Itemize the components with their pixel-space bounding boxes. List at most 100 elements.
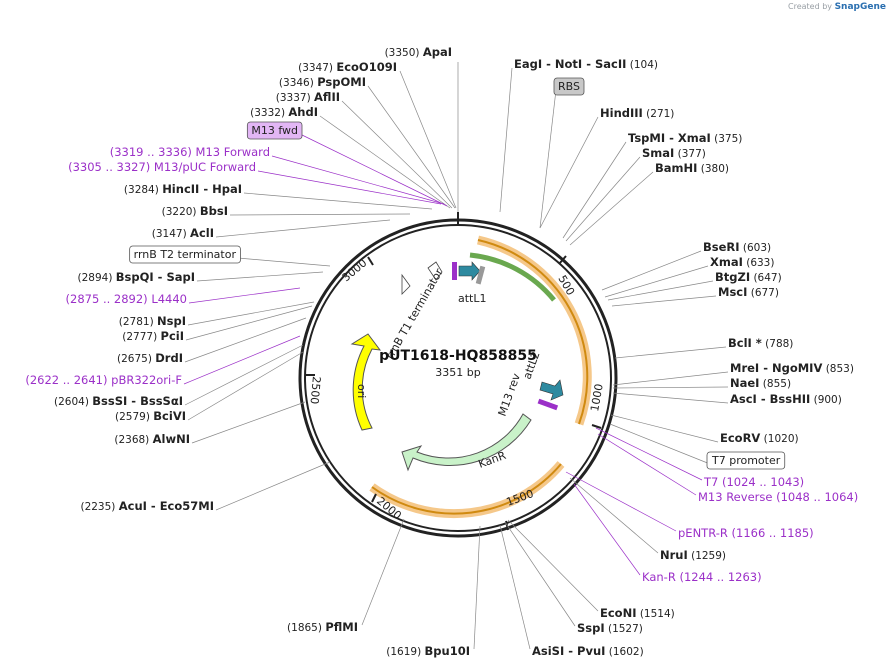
primer-label: T7 (1024 .. 1043) xyxy=(703,475,804,489)
attL2-arrow xyxy=(539,379,564,401)
enzyme-site-label: (1865) PflMI xyxy=(287,620,358,634)
leader-line xyxy=(188,287,301,304)
leader-line xyxy=(367,85,456,209)
leader-line xyxy=(573,483,641,576)
leader-line xyxy=(612,386,729,389)
terminator-arrow-2 xyxy=(401,273,411,295)
primer-label: (3305 .. 3327) M13/pUC Forward xyxy=(68,160,256,174)
enzyme-site-label: NruI (1259) xyxy=(660,548,726,562)
enzyme-site-label: (2894) BspQI - SapI xyxy=(78,270,196,284)
tick-2500: 2500 xyxy=(308,376,323,405)
misc-feature-arc-edge xyxy=(477,239,589,425)
enzyme-site-label: (2604) BssSI - BssSαI xyxy=(54,394,183,408)
leader-line xyxy=(243,192,433,210)
ori-arrow xyxy=(350,333,382,431)
terminator-arrow xyxy=(427,261,443,281)
leader-line xyxy=(184,344,304,406)
leader-line xyxy=(185,305,313,341)
enzyme-site-label: (3220) BbsI xyxy=(162,204,228,218)
feature-box-label: M13 fwd xyxy=(251,124,298,137)
enzyme-site-label: AscI - BssHII (900) xyxy=(730,392,842,406)
enzyme-site-label: (3346) PspOMI xyxy=(279,75,366,89)
enzyme-site-label: (3337) AflII xyxy=(276,90,340,104)
leader-line xyxy=(611,295,717,307)
enzyme-site-label: SspI (1527) xyxy=(577,621,643,635)
feature-box xyxy=(246,121,303,140)
enzyme-site-label: NaeI (855) xyxy=(730,376,791,390)
leader-line xyxy=(215,219,391,238)
site-labels: (3350) ApaI(3347) EcoO109I(3346) PspOMI(… xyxy=(25,45,858,658)
leader-line xyxy=(539,89,557,229)
tick-1000: 1000 xyxy=(588,383,606,413)
plasmid-size: 3351 bp xyxy=(435,366,480,379)
leader-line xyxy=(612,392,729,404)
leader-line xyxy=(399,70,457,209)
primer-label: (3319 .. 3336) M13 Forward xyxy=(110,145,270,159)
leader-lines xyxy=(183,62,729,650)
m13rev-mark xyxy=(537,398,559,411)
primer-label: (2875 .. 2892) L4440 xyxy=(66,292,187,306)
enzyme-site-label: (2235) AcuI - Eco57MI xyxy=(80,499,214,513)
leader-line xyxy=(601,250,702,291)
enzyme-site-label: BseRI (603) xyxy=(703,240,771,254)
enzyme-site-label: EcoNI (1514) xyxy=(600,606,675,620)
enzyme-site-label: (2579) BciVI xyxy=(115,409,186,423)
enzyme-site-label: (2368) AlwNI xyxy=(114,432,190,446)
leader-line xyxy=(187,301,315,326)
feature-box xyxy=(553,77,585,96)
primer-label: M13 Reverse (1048 .. 1064) xyxy=(698,490,858,504)
kanr-arrow xyxy=(401,413,532,472)
leader-line xyxy=(191,401,306,444)
leader-line xyxy=(499,67,513,213)
enzyme-site-label: (3147) AclI xyxy=(152,226,214,240)
enzyme-site-label: EcoRV (1020) xyxy=(720,431,799,445)
enzyme-site-label: HindIII (271) xyxy=(600,106,674,120)
feature-box xyxy=(129,245,241,264)
leader-line xyxy=(341,100,453,209)
leader-line xyxy=(597,433,697,496)
tick-marks xyxy=(306,212,602,531)
tick-1500: 1500 xyxy=(505,487,536,509)
attL1-gray-mark xyxy=(475,265,486,285)
leader-line xyxy=(184,317,307,363)
enzyme-site-label: MreI - NgoMIV (853) xyxy=(730,361,854,375)
enzyme-site-label: EagI - NotI - SacII (104) xyxy=(514,57,658,71)
attL1-primer-mark xyxy=(452,262,457,280)
leader-line xyxy=(183,335,301,385)
feature-box-label: rrnB T2 terminator xyxy=(134,248,237,261)
enzyme-site-label: (3350) ApaI xyxy=(385,45,452,59)
ori-label: ori xyxy=(355,384,368,398)
m13rev-label: M13 rev xyxy=(496,371,524,418)
leader-line xyxy=(604,265,709,298)
attL1-green-arrow xyxy=(469,252,556,302)
enzyme-site-label: (1619) Bpu10I xyxy=(386,644,470,658)
feature-box-label: RBS xyxy=(558,80,580,93)
leader-line xyxy=(299,133,448,207)
leader-line xyxy=(539,116,599,229)
leader-line xyxy=(569,477,659,554)
leader-line xyxy=(187,351,304,421)
enzyme-site-label: (2675) DrdI xyxy=(117,351,183,365)
feature-box-label: T7 promoter xyxy=(711,454,781,467)
leader-line xyxy=(361,518,405,626)
attL1-arrow xyxy=(458,261,481,281)
enzyme-site-label: BamHI (380) xyxy=(655,161,729,175)
leader-line xyxy=(319,115,451,209)
feature-box xyxy=(706,451,786,470)
enzyme-site-label: (3332) AhdI xyxy=(250,105,318,119)
primer-label: pENTR-R (1166 .. 1185) xyxy=(678,526,814,540)
enzyme-site-label: AsiSI - PvuI (1602) xyxy=(532,644,644,658)
enzyme-site-label: SmaI (377) xyxy=(642,146,706,160)
primer-label: Kan-R (1244 .. 1263) xyxy=(642,570,762,584)
enzyme-site-label: (2777) PciI xyxy=(122,329,184,343)
leader-line xyxy=(257,170,442,205)
leader-line xyxy=(271,155,445,205)
leader-line xyxy=(229,213,411,216)
leader-line xyxy=(507,519,599,612)
credit-brand: SnapGene xyxy=(834,2,886,12)
enzyme-site-label: MscI (677) xyxy=(718,285,779,299)
leader-line xyxy=(595,427,703,481)
attL1-label: attL1 xyxy=(458,292,487,305)
enzyme-site-label: (2781) NspI xyxy=(119,314,186,328)
